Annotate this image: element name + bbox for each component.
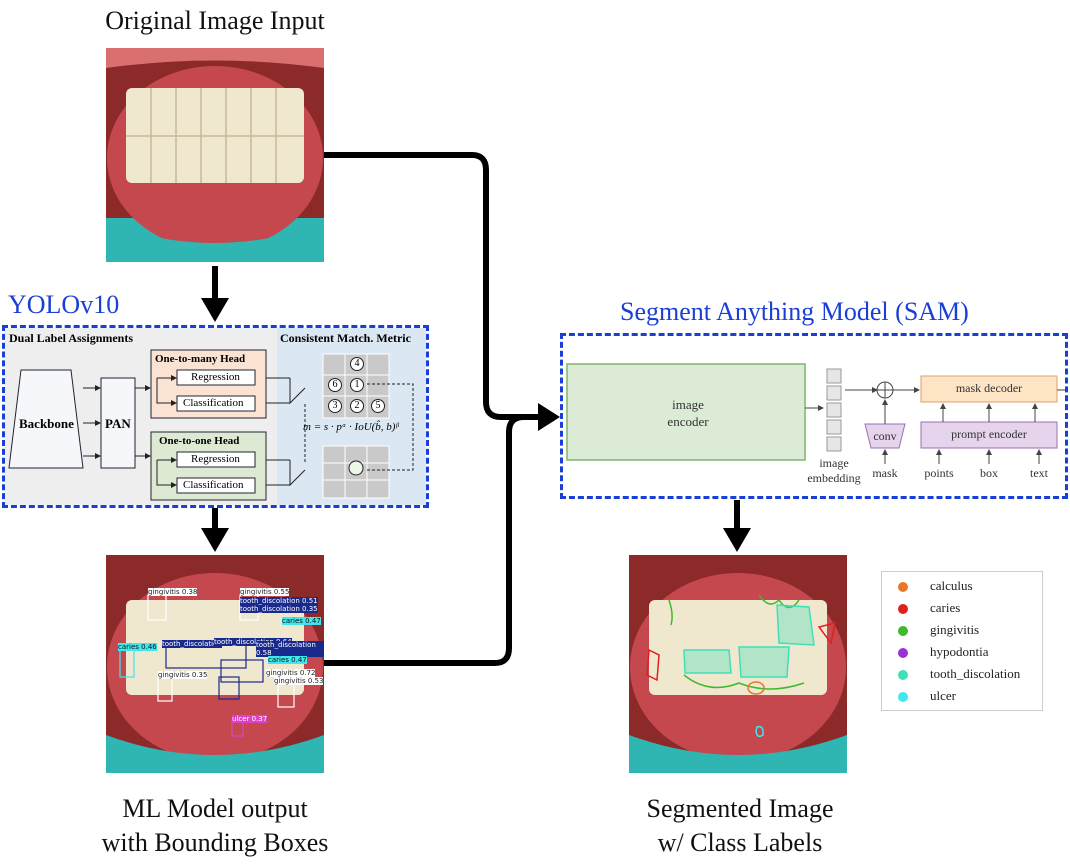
one-to-one-head-label: One-to-one Head xyxy=(159,435,240,447)
image-embedding-label: image embedding xyxy=(807,456,861,485)
bbox-label: gingivitis 0.35 xyxy=(158,671,208,679)
o2m-regression-label: Regression xyxy=(191,371,240,383)
legend-label: calculus xyxy=(930,578,973,593)
legend-dot-icon xyxy=(898,582,908,593)
o2o-classification-label: Classification xyxy=(183,479,244,491)
bottom-left-caption: ML Model output with Bounding Boxes xyxy=(70,792,360,860)
arrow-head-icon xyxy=(538,403,560,431)
bbox-output-photo: gingivitis 0.38 gingivitis 0.55 tooth_di… xyxy=(106,555,324,773)
sam-architecture-box: image encoder image embedding mask decod… xyxy=(560,333,1068,499)
mask-input-label: mask xyxy=(872,466,898,480)
bbox-label: tooth_discolation xyxy=(162,640,222,648)
bottom-right-caption: Segmented Image w/ Class Labels xyxy=(595,792,885,860)
original-image-title: Original Image Input xyxy=(105,6,325,35)
yolo-architecture-box: Dual Label Assignments Consistent Match.… xyxy=(2,325,429,508)
legend-dot-icon xyxy=(898,604,908,615)
legend-label: tooth_discolation xyxy=(930,666,1021,681)
points-input-label: points xyxy=(924,466,954,480)
bbox-label: caries 0.46 xyxy=(118,643,157,651)
legend-dot-icon xyxy=(898,648,908,659)
segmented-photo xyxy=(629,555,847,773)
bottom-left-line2: with Bounding Boxes xyxy=(101,828,329,857)
box-input-label: box xyxy=(980,466,998,480)
bbox-label: caries 0.47 xyxy=(282,617,321,625)
legend-label: ulcer xyxy=(930,688,956,703)
bbox-label: ulcer 0.37 xyxy=(232,715,268,723)
legend-label: gingivitis xyxy=(930,622,980,637)
consistent-metric-formula: m = s · pᵅ · IoU(b̂, b)ᵝ xyxy=(303,421,399,433)
legend-item: tooth_discolation xyxy=(898,665,1020,683)
arrow-head-icon xyxy=(723,528,751,552)
bbox-label: caries 0.47 xyxy=(268,656,307,664)
image-encoder-label: image encoder xyxy=(667,397,709,429)
legend-item: ulcer xyxy=(898,687,956,705)
legend-dot-icon xyxy=(898,692,908,703)
grid-number: 3 xyxy=(328,399,342,413)
legend-item: calculus xyxy=(898,577,973,595)
original-teeth-photo xyxy=(106,48,324,262)
legend-dot-icon xyxy=(898,670,908,681)
dual-label-heading: Dual Label Assignments xyxy=(9,331,134,345)
bbox-label: tooth_discolation 0.35 xyxy=(240,605,318,613)
text-input-label: text xyxy=(1030,466,1048,480)
arrow-head-icon xyxy=(201,528,229,552)
backbone-label: Backbone xyxy=(19,416,74,431)
bbox-label: tooth_discolation 0.51 xyxy=(240,597,318,605)
o2m-classification-label: Classification xyxy=(183,397,244,409)
bottom-left-line1: ML Model output xyxy=(122,794,308,823)
class-legend: calculus caries gingivitis hypodontia to… xyxy=(881,571,1043,711)
bottom-right-line1: Segmented Image xyxy=(646,794,834,823)
legend-label: hypodontia xyxy=(930,644,989,659)
yolo-title: YOLOv10 xyxy=(8,290,120,319)
bbox-label: tooth_discolation 0.58 xyxy=(256,641,324,657)
mask-decoder-label: mask decoder xyxy=(955,381,1023,395)
conv-label: conv xyxy=(873,429,897,443)
legend-label: caries xyxy=(930,600,961,615)
bbox-label: tooth_discolation 0.64 xyxy=(214,638,292,646)
grid-number: 4 xyxy=(350,357,364,371)
grid-number: 1 xyxy=(350,378,364,392)
arrow-head-icon xyxy=(201,298,229,322)
o2o-regression-label: Regression xyxy=(191,453,240,465)
sam-title: Segment Anything Model (SAM) xyxy=(620,297,969,326)
legend-item: hypodontia xyxy=(898,643,989,661)
grid-number: 5 xyxy=(371,399,385,413)
pan-label: PAN xyxy=(105,416,131,431)
consistent-match-heading: Consistent Match. Metric xyxy=(280,331,411,345)
legend-item: gingivitis xyxy=(898,621,979,639)
bbox-label: gingivitis 0.38 xyxy=(148,588,198,596)
prompt-encoder-label: prompt encoder xyxy=(951,427,1027,441)
bbox-label: gingivitis 0.53 xyxy=(274,677,324,685)
bottom-right-line2: w/ Class Labels xyxy=(657,828,823,857)
bbox-label: gingivitis 0.55 xyxy=(240,588,290,596)
grid-number: 2 xyxy=(350,399,364,413)
grid-number: 6 xyxy=(328,378,342,392)
bbox-label: gingivitis 0.72 xyxy=(266,669,316,677)
legend-item: caries xyxy=(898,599,960,617)
one-to-many-head-label: One-to-many Head xyxy=(155,353,246,365)
legend-dot-icon xyxy=(898,626,908,637)
